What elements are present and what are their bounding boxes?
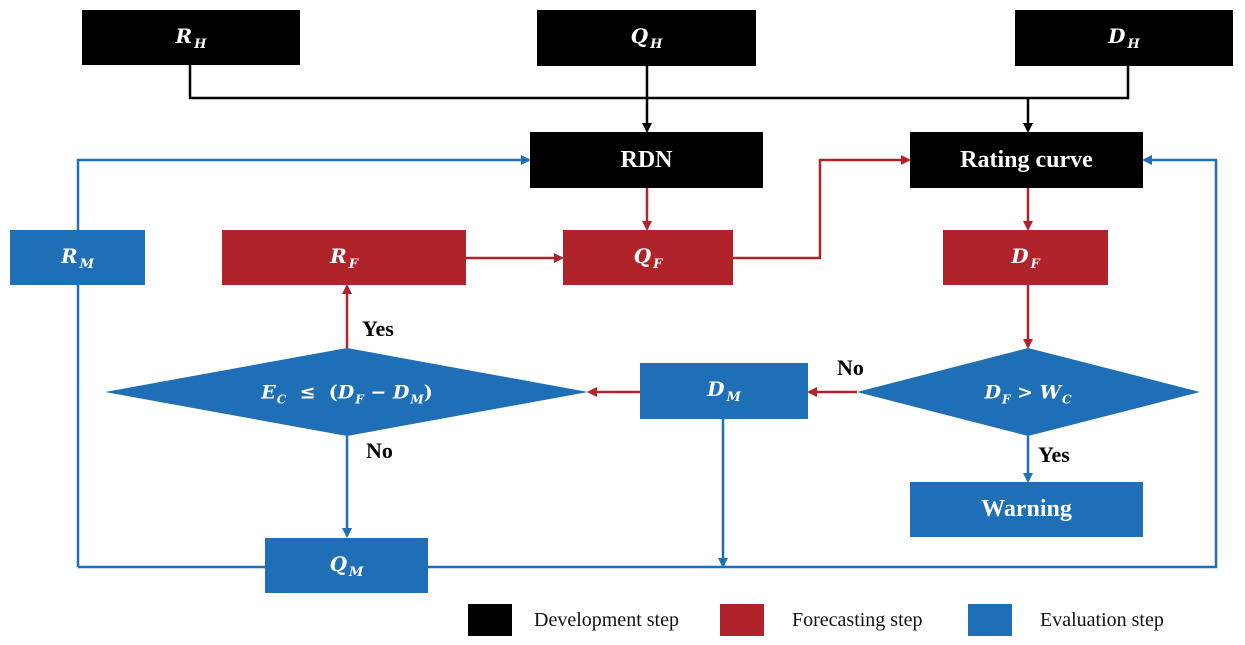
paren: ) [423,381,433,404]
term: W [1039,381,1061,404]
term-sub: F [355,392,364,407]
decision-error-check [105,348,588,436]
term: D [392,381,410,404]
node-label: Q [630,24,649,48]
node-label: RDN [620,146,673,173]
branch-label-error-yes: Yes [362,316,394,341]
node-subscript: H [194,36,207,52]
node-subscript: M [349,564,364,580]
bus-line-historical [188,65,1130,100]
legend-label: Evaluation step [1040,608,1164,631]
term: D [337,381,355,404]
node-subscript: F [348,256,358,272]
paren: ( [328,381,338,404]
legend-item-forecasting: Forecasting step [720,604,923,636]
feedback-loop-line [76,155,531,567]
node-subscript: H [650,37,663,52]
node-label: D [707,377,725,401]
term-sub: M [410,392,424,407]
node-label: R [60,243,78,268]
term: D [984,381,1001,404]
node-subscript: F [1030,256,1040,272]
decision-warning-check [857,348,1200,436]
node-label: D [1108,24,1126,48]
decision-warning-check-label: DF > WC [984,382,1071,407]
term-sub: C [276,392,287,407]
node-warning: Warning [910,482,1143,537]
node-label: R [330,243,347,268]
operator: > [1017,381,1034,404]
feedback-loop-bottom [78,155,1218,569]
node-rdn: RDN [530,132,763,188]
term-sub: C [1061,392,1072,407]
node-label: Warning [981,496,1072,522]
branch-label-warning-yes: Yes [1038,442,1070,467]
decision-error-check-label: EC ≤ (DF − DM) [261,382,432,407]
legend-item-evaluation: Evaluation step [968,604,1164,636]
branch-label-warning-no: No [837,355,864,380]
arrow-qf-to-rating-curve [733,155,911,260]
node-label: R [175,23,193,48]
term: E [261,381,276,404]
branch-label-error-no: No [366,438,393,463]
node-subscript: M [726,390,741,405]
node-label: D [1011,243,1029,268]
node-subscript: H [1127,37,1140,52]
node-label: Rating curve [960,146,1093,173]
legend-item-development: Development step [468,604,679,636]
term-sub: F [1001,392,1011,407]
node-rating-curve: Rating curve [910,132,1143,188]
legend-label: Development step [534,608,679,631]
legend-swatch-evaluation [968,604,1012,636]
node-label: Q [633,243,652,268]
legend-swatch-development [468,604,512,636]
node-subscript: F [653,256,663,272]
operator: ≤ [299,381,316,404]
node-label: Q [329,551,348,576]
operator: − [370,381,387,404]
legend-swatch-forecasting [720,604,764,636]
node-subscript: M [79,256,94,272]
legend-label: Forecasting step [792,608,923,631]
